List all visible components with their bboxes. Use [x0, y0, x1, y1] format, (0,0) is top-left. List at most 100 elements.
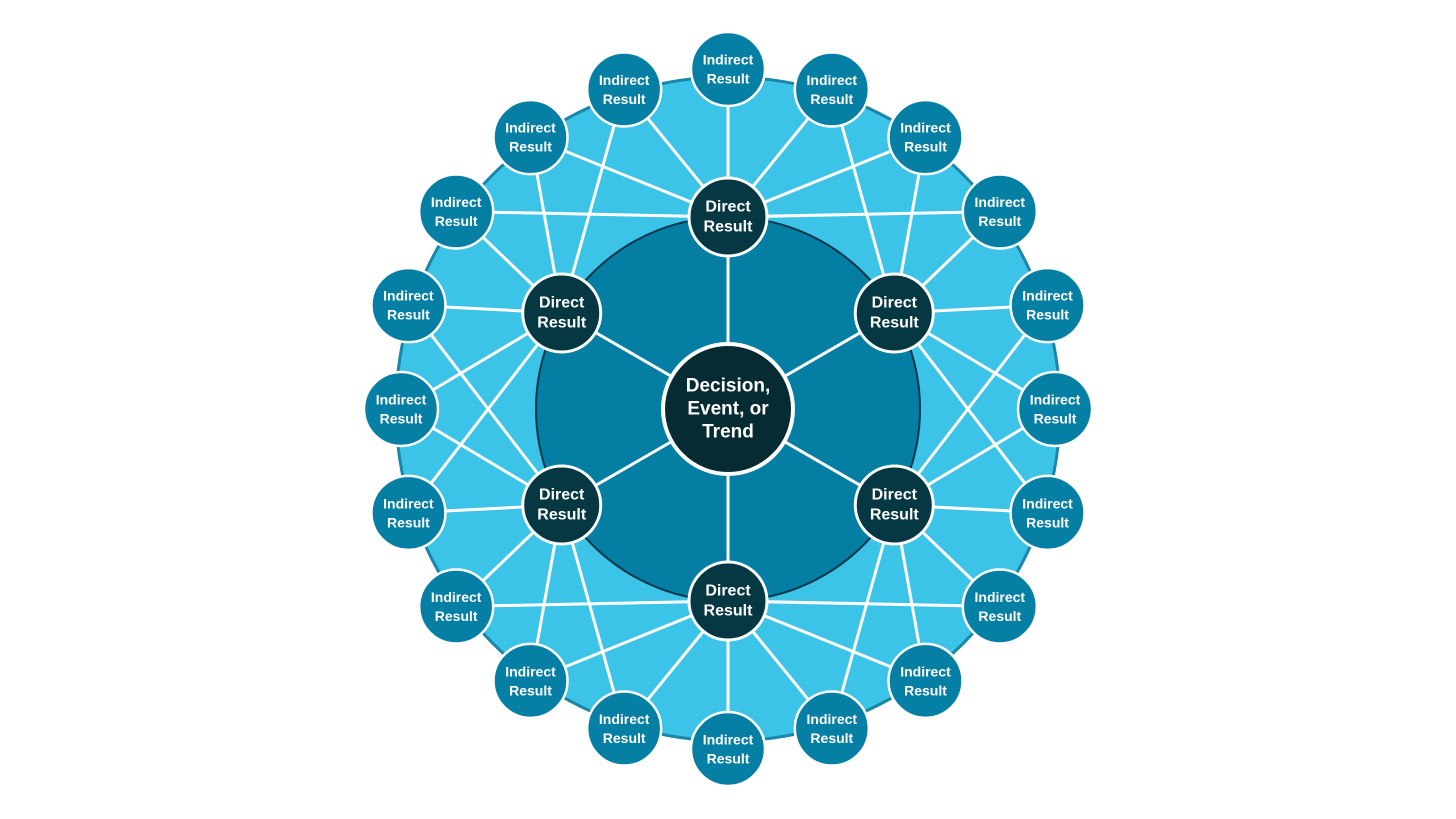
center-decision-node-label: Decision,	[686, 376, 770, 397]
indirect-result-node-circle	[585, 51, 663, 128]
indirect-result-node-label: Result	[387, 514, 430, 530]
indirect-result-node-label: Indirect	[383, 288, 434, 304]
indirect-result-node-circle	[793, 51, 871, 128]
indirect-result-node-label: Indirect	[703, 52, 754, 68]
direct-result-node-label: Direct	[539, 295, 585, 312]
indirect-result-node-circle	[1009, 266, 1086, 344]
center-decision-node-label: Event, or	[687, 399, 769, 420]
indirect-result-node-circle	[585, 690, 663, 767]
indirect-result-node-circle	[961, 568, 1039, 645]
direct-result-node-circle	[853, 272, 935, 354]
center-decision-node-label: Trend	[702, 422, 754, 443]
indirect-result-node-circle	[362, 370, 440, 448]
indirect-result-node-circle	[417, 568, 495, 645]
indirect-result-node-label: Indirect	[599, 711, 650, 727]
direct-result-node-label: Result	[537, 315, 587, 332]
direct-result-node-label: Direct	[705, 583, 751, 600]
direct-result-node-label: Direct	[872, 487, 918, 504]
direct-result-node-label: Direct	[539, 487, 585, 504]
indirect-result-node-circle	[689, 710, 767, 788]
indirect-result-node-label: Indirect	[900, 663, 951, 679]
direct-result-node-label: Direct	[872, 295, 918, 312]
indirect-result-node-label: Indirect	[599, 72, 650, 88]
indirect-result-node-label: Result	[707, 751, 750, 767]
indirect-result-node-label: Indirect	[1022, 495, 1073, 511]
indirect-result-node-label: Result	[509, 139, 552, 155]
indirect-result-node-circle	[1009, 474, 1086, 552]
direct-to-indirect-connector	[407, 304, 563, 506]
indirect-result-node-label: Indirect	[376, 392, 427, 408]
direct-result-node-circle	[687, 560, 769, 642]
indirect-result-node-label: Result	[380, 411, 423, 427]
indirect-result-node-label: Result	[435, 213, 478, 229]
direct-result-node-label: Result	[870, 507, 920, 524]
direct-result-node-circle	[853, 464, 935, 546]
indirect-result-node-label: Indirect	[1030, 392, 1081, 408]
indirect-result-node-label: Result	[387, 307, 430, 323]
indirect-result-node-circle	[1016, 370, 1094, 448]
indirect-result-node-label: Indirect	[1022, 288, 1073, 304]
indirect-result-node-circle	[492, 642, 569, 720]
indirect-result-node-circle	[689, 30, 767, 108]
direct-result-node-label: Result	[704, 219, 754, 236]
indirect-result-node-label: Indirect	[975, 194, 1026, 210]
indirect-result-node-label: Result	[1026, 514, 1069, 530]
indirect-result-node-circle	[793, 690, 871, 767]
indirect-result-node-label: Result	[1034, 411, 1077, 427]
indirect-result-node-label: Result	[904, 682, 947, 698]
direct-to-indirect-connector	[456, 210, 729, 219]
indirect-result-node-label: Indirect	[431, 589, 482, 605]
indirect-result-node-label: Result	[904, 139, 947, 155]
direct-result-node-circle	[521, 272, 603, 354]
indirect-result-node-label: Indirect	[807, 72, 858, 88]
direct-to-indirect-connector	[456, 599, 729, 608]
direct-result-node-label: Result	[537, 507, 587, 524]
indirect-result-node-label: Result	[509, 682, 552, 698]
indirect-result-node-label: Result	[603, 91, 646, 107]
indirect-result-node-circle	[961, 173, 1039, 250]
direct-result-node-label: Result	[870, 315, 920, 332]
indirect-result-node-circle	[887, 98, 964, 176]
indirect-result-node-circle	[370, 474, 447, 552]
direct-result-node-circle	[521, 464, 603, 546]
indirect-result-node-label: Result	[978, 213, 1021, 229]
indirect-result-node-label: Result	[810, 91, 853, 107]
indirect-result-node-label: Indirect	[383, 495, 434, 511]
indirect-result-node-label: Indirect	[505, 120, 556, 136]
direct-result-node-circle	[687, 176, 769, 258]
direct-to-indirect-connector	[407, 312, 563, 514]
direct-result-node-label: Direct	[705, 199, 751, 216]
direct-result-node-label: Result	[704, 603, 754, 620]
direct-result-nodes: DirectResultDirectResultDirectResultDire…	[521, 176, 935, 642]
indirect-result-node-circle	[492, 98, 569, 176]
indirect-result-node-label: Result	[810, 730, 853, 746]
indirect-result-node-label: Result	[978, 608, 1021, 624]
indirect-result-node-label: Indirect	[975, 589, 1026, 605]
indirect-result-node-circle	[887, 642, 964, 720]
indirect-result-node-label: Result	[707, 71, 750, 87]
indirect-result-node-circle	[370, 266, 447, 344]
indirect-result-node-label: Result	[1026, 307, 1069, 323]
